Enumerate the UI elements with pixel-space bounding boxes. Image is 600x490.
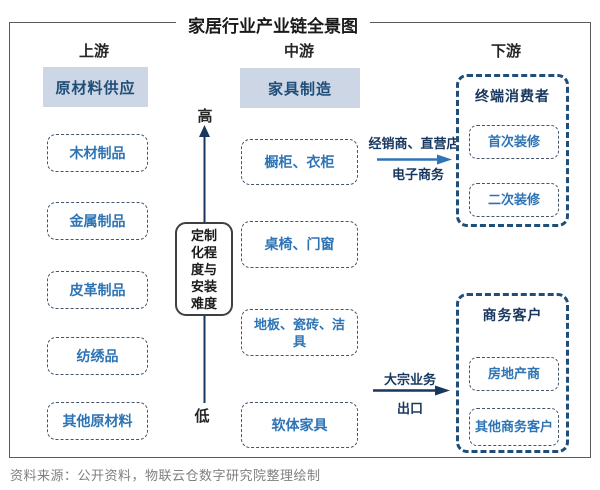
source-note: 资料来源：公开资料，物联云仓数字研究院整理绘制 [10,468,321,483]
node-other-business-clients: 其他商务客户 [469,408,559,446]
upstream-header: 原材料供应 [43,67,148,107]
group-business-clients: 商务客户 房地产商 其他商务客户 [456,293,569,453]
node-tables-chairs-doors-windows: 桌椅、门窗 [241,221,358,268]
node-first-renovation: 首次装修 [469,125,559,159]
node-second-renovation: 二次装修 [469,183,559,217]
flow-arrow-right-navy-icon [373,385,450,396]
group-end-consumers: 终端消费者 首次装修 二次装修 [456,74,569,227]
node-other-raw-materials: 其他原材料 [47,402,148,440]
flow-arrow-right-blue-icon [377,154,452,165]
group-business-clients-header: 商务客户 [482,307,543,323]
node-textile-products: 纺绣品 [47,337,148,375]
column-label-midstream: 中游 [283,43,315,60]
node-leather-products: 皮革制品 [47,271,148,309]
flow-bulk-business-label: 大宗业务 [383,372,437,387]
column-label-upstream: 上游 [78,43,110,60]
column-label-downstream: 下游 [490,43,522,60]
node-metal-products: 金属制品 [47,202,148,240]
flow-ecommerce-label: 电子商务 [391,167,445,182]
node-flooring-tiles-sanitary: 地板、瓷砖、洁具 [241,309,358,356]
flow-export-label: 出口 [396,401,424,416]
diagram-title: 家居行业产业链全景图 [176,12,370,37]
node-cabinets-wardrobes: 橱柜、衣柜 [241,139,358,185]
node-soft-furniture: 软体家具 [241,402,358,448]
node-real-estate-developers: 房地产商 [469,357,559,391]
axis-high-label: 高 [197,108,213,125]
group-end-consumers-header: 终端消费者 [475,88,550,104]
midstream-header: 家具制造 [240,68,360,108]
flow-consumer-channel-label: 经销商、直营店 [368,136,460,151]
axis-low-label: 低 [194,408,210,425]
axis-dimension-box: 定制化程度与安装难度 [175,222,233,316]
node-wood-products: 木材制品 [47,134,148,172]
